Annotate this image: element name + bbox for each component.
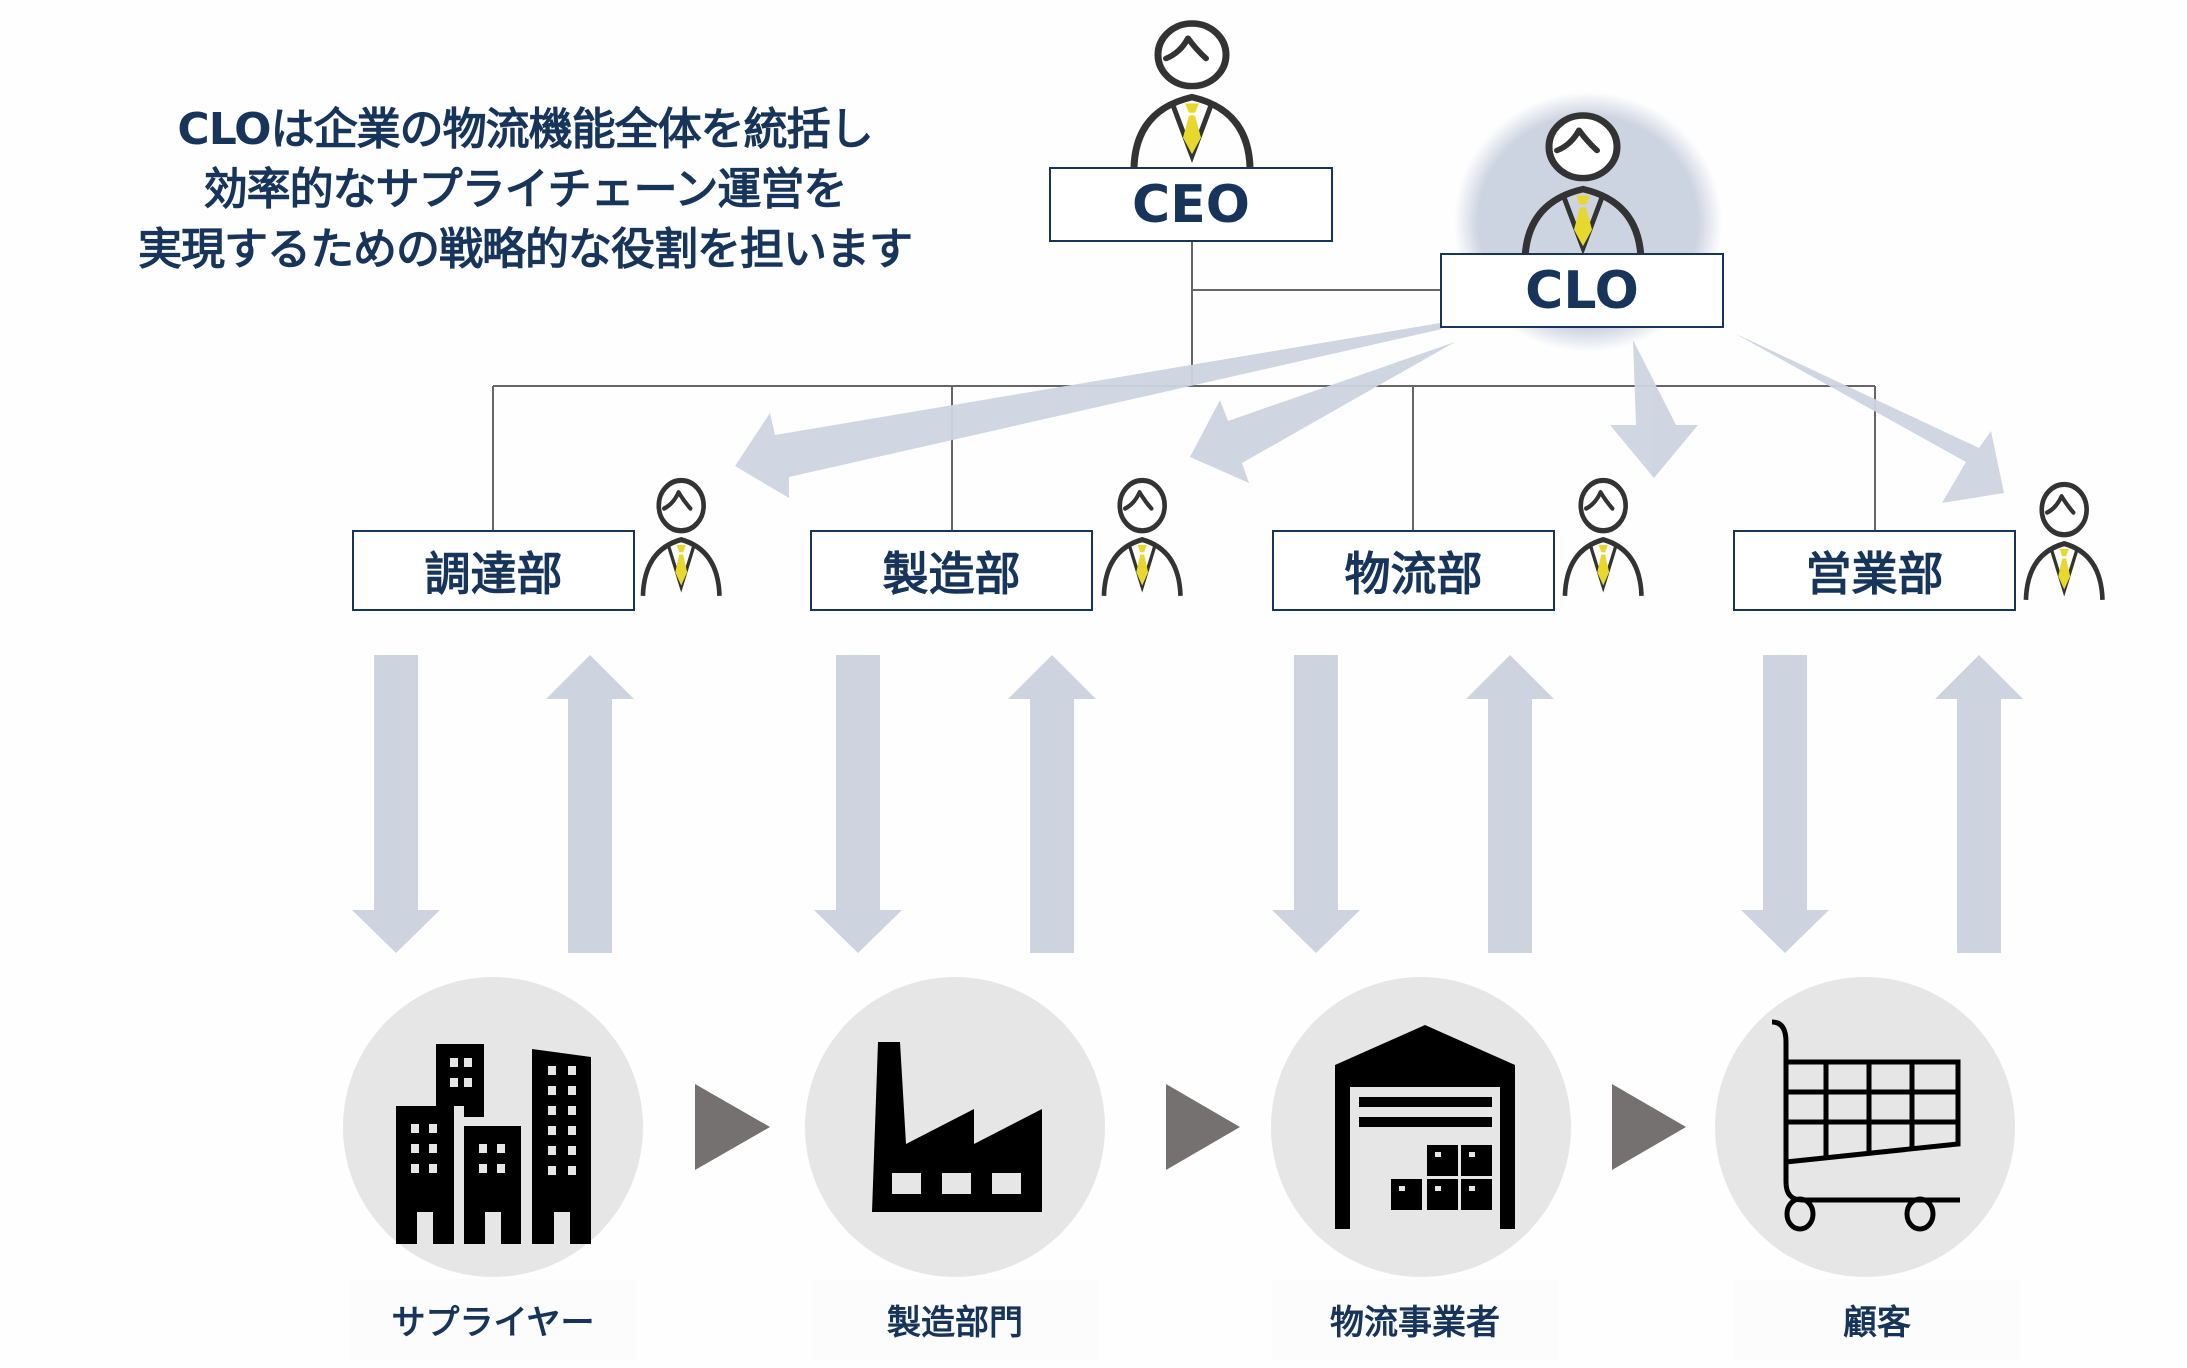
arrow-pair-3 <box>1272 655 1554 953</box>
headline-line-2: 効率的なサプライチェーン運営を <box>203 164 848 215</box>
clo-arrow-to-procurement <box>735 323 1442 498</box>
clo-influence-arrows <box>735 323 2004 503</box>
dept-box-procurement: 調達部 <box>352 530 635 611</box>
ceo-label: CEO <box>1132 174 1250 235</box>
up-arrow-1 <box>546 655 634 953</box>
arrow-pair-2 <box>814 655 1096 953</box>
clo-label: CLO <box>1525 260 1639 321</box>
dept-box-sales: 営業部 <box>1733 530 2016 611</box>
dept-person-icon-1 <box>643 480 720 595</box>
flow-triangle-3 <box>1612 1084 1686 1170</box>
shopping-cart-icon <box>1771 1019 1961 1232</box>
ceo-person-icon <box>1134 24 1250 168</box>
up-arrow-4 <box>1935 655 2023 953</box>
down-arrow-4 <box>1741 655 1829 953</box>
dept-person-icon-2 <box>1104 480 1181 595</box>
dept-person-icon-3 <box>1565 480 1642 595</box>
dept-person-icon-4 <box>2026 484 2103 599</box>
arrow-pair-4 <box>1741 655 2023 953</box>
customer-label: 顧客 <box>1843 1302 1911 1343</box>
up-arrow-2 <box>1008 655 1096 953</box>
clo-box: CLO <box>1440 253 1724 328</box>
supply-chain-label-customer: 顧客 <box>1734 1279 2020 1359</box>
clo-arrow-to-sales <box>1734 333 2004 503</box>
clo-arrow-to-manufacturing <box>1190 342 1455 483</box>
dept-box-manufacturing: 製造部 <box>810 530 1093 611</box>
manufacturing-label: 製造部門 <box>887 1302 1023 1343</box>
warehouse-icon <box>1335 1025 1515 1229</box>
flow-triangles <box>695 1084 1686 1170</box>
supply-chain-label-logistics: 物流事業者 <box>1272 1279 1558 1359</box>
clo-arrow-to-logistics <box>1610 340 1698 478</box>
vertical-flow-arrows <box>352 655 2023 953</box>
arrow-pair-1 <box>352 655 634 953</box>
supply-chain-label-manufacturing: 製造部門 <box>812 1279 1098 1359</box>
supply-chain-label-supplier: サプライヤー <box>350 1279 636 1359</box>
dept-label: 営業部 <box>1805 546 1944 601</box>
customer-circle <box>1715 977 2015 1277</box>
factory-icon <box>872 1042 1042 1212</box>
dept-box-logistics: 物流部 <box>1272 530 1555 611</box>
down-arrow-1 <box>352 655 440 953</box>
headline-line-3: 実現するための戦略的な役割を担います <box>138 224 913 275</box>
down-arrow-2 <box>814 655 902 953</box>
flow-triangle-2 <box>1166 1084 1240 1170</box>
up-arrow-3 <box>1466 655 1554 953</box>
logistics-provider-label: 物流事業者 <box>1330 1302 1500 1343</box>
dept-label: 製造部 <box>882 546 1021 601</box>
dept-label: 調達部 <box>424 546 563 601</box>
flow-triangle-1 <box>695 1084 770 1170</box>
office-buildings-icon <box>396 1044 591 1244</box>
dept-label: 物流部 <box>1344 546 1483 601</box>
down-arrow-3 <box>1272 655 1360 953</box>
supplier-label: サプライヤー <box>391 1302 595 1343</box>
headline: CLOは企業の物流機能全体を統括し 効率的なサプライチェーン運営を 実現するため… <box>40 100 1010 280</box>
ceo-box: CEO <box>1049 167 1333 242</box>
headline-line-1: CLOは企業の物流機能全体を統括し <box>177 104 873 155</box>
